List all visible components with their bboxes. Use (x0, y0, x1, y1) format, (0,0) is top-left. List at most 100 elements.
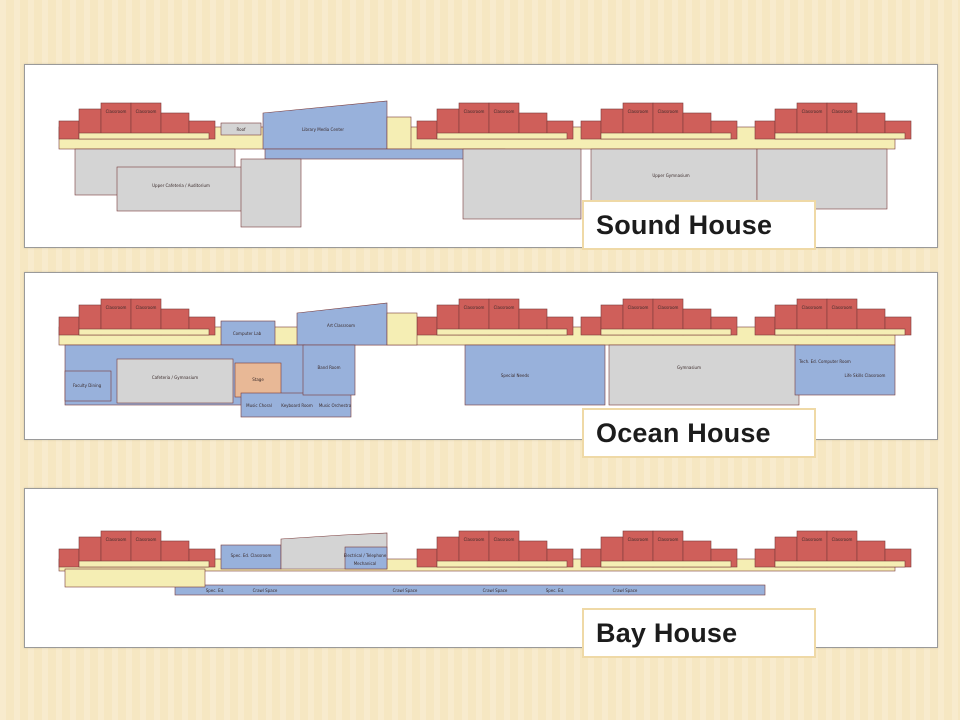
bay-house-plan-drawing: Classroom Classroom Classroom Classroom Clas… (58, 530, 912, 596)
room-label: Tech. Ed. Computer Room (798, 359, 851, 364)
corridor (600, 328, 732, 336)
room-label: Electrical / Telephone (344, 553, 387, 558)
room-label: Classroom (464, 537, 485, 542)
tech-ed (794, 344, 896, 396)
room-label: Classroom (832, 109, 853, 114)
roof (220, 122, 262, 136)
spec-ed-classroom (220, 544, 282, 570)
room-label: Classroom (136, 109, 157, 114)
room-label: Classroom (658, 305, 679, 310)
corridor (600, 132, 732, 140)
room-label: Classroom (494, 537, 515, 542)
room-label: Crawl Space (483, 588, 508, 593)
corridor (78, 560, 210, 568)
room-label: Spec. Ed. Classroom (231, 553, 272, 558)
room-label: Classroom (832, 537, 853, 542)
room-label: Upper Gymnasium (652, 173, 689, 178)
classroom (416, 120, 438, 140)
classroom (754, 548, 776, 568)
room-label: Classroom (628, 109, 649, 114)
corridor (600, 560, 732, 568)
room-label: Life Skills Classroom (845, 373, 886, 378)
classroom (580, 548, 602, 568)
sound-house-floor-plan: Classroom Classroom Classroom Classroom Clas… (24, 64, 938, 248)
classroom (58, 548, 80, 568)
sound-house-label: Sound House (582, 200, 816, 250)
special-needs (464, 344, 606, 406)
faculty-dining (64, 370, 112, 402)
room-label: Cafeteria / Gymnasium (152, 375, 198, 380)
room-label: Special Needs (501, 373, 529, 378)
room-label: Roof (237, 127, 246, 132)
room-label: Stage (252, 377, 264, 382)
classroom (416, 316, 438, 336)
room-label: Classroom (628, 537, 649, 542)
storage (462, 148, 582, 220)
corridor (436, 328, 568, 336)
sound-house-plan-drawing: Classroom Classroom Classroom Classroom Clas… (58, 100, 912, 228)
corridor (774, 132, 906, 140)
stair (386, 116, 412, 150)
room-label: Library Media Center (302, 127, 344, 132)
room-label: Classroom (832, 305, 853, 310)
room-label: Spec. Ed. (546, 588, 565, 593)
classroom (754, 120, 776, 140)
bay-house-floor-plan: Classroom Classroom Classroom Classroom Clas… (24, 488, 938, 648)
bay-house-label: Bay House (582, 608, 816, 658)
room-label: Crawl Space (613, 588, 638, 593)
room-label: Classroom (802, 305, 823, 310)
ocean-house-label: Ocean House (582, 408, 816, 458)
room-label: Classroom (464, 305, 485, 310)
corridor (78, 132, 210, 140)
ocean-house-plan-drawing: Classroom Classroom Classroom Classroom Clas… (58, 298, 912, 418)
cafeteria-gymnasium (116, 358, 234, 404)
classroom (416, 548, 438, 568)
room-label: Classroom (658, 109, 679, 114)
corridor (78, 328, 210, 336)
room-label: Classroom (106, 537, 127, 542)
gymnasium (608, 344, 800, 406)
room-label: Music Choral (246, 403, 272, 408)
classroom (58, 316, 80, 336)
room-label: Classroom (464, 109, 485, 114)
room-label: Classroom (628, 305, 649, 310)
corridor (436, 132, 568, 140)
room-label: Computer Lab (233, 331, 262, 336)
room-label: Crawl Space (253, 588, 278, 593)
room-label: Art Classroom (327, 323, 355, 328)
library-media-center (262, 100, 388, 150)
gym-support (756, 148, 888, 210)
corridor (436, 560, 568, 568)
upper-gymnasium (590, 148, 758, 202)
electrical-telephone (344, 546, 388, 570)
room-label: Classroom (658, 537, 679, 542)
room-label: Classroom (106, 305, 127, 310)
crawl-space (174, 584, 766, 596)
room-label: Classroom (802, 109, 823, 114)
classroom (754, 316, 776, 336)
room-label: Classroom (802, 537, 823, 542)
room-label: Band Room (318, 365, 341, 370)
side-block (240, 158, 302, 228)
room-label: Classroom (494, 109, 515, 114)
classroom (580, 316, 602, 336)
room-label: Classroom (136, 305, 157, 310)
room-label: Classroom (106, 109, 127, 114)
room-label: Faculty Dining (73, 383, 102, 388)
room-label: Music Orchestra (319, 403, 352, 408)
room-label: Mechanical (354, 561, 377, 566)
classroom (580, 120, 602, 140)
room-label: Classroom (136, 537, 157, 542)
music-rooms (240, 392, 352, 418)
classroom (58, 120, 80, 140)
main-entrance (386, 312, 418, 346)
corridor (774, 328, 906, 336)
room-label: Upper Cafeteria / Auditorium (152, 183, 210, 188)
room-label: Gymnasium (677, 365, 701, 370)
corridor (774, 560, 906, 568)
upper-cafeteria (116, 166, 248, 212)
room-label: Spec. Ed. (206, 588, 225, 593)
band-room (302, 344, 356, 396)
room-label: Classroom (494, 305, 515, 310)
room-label: Crawl Space (393, 588, 418, 593)
